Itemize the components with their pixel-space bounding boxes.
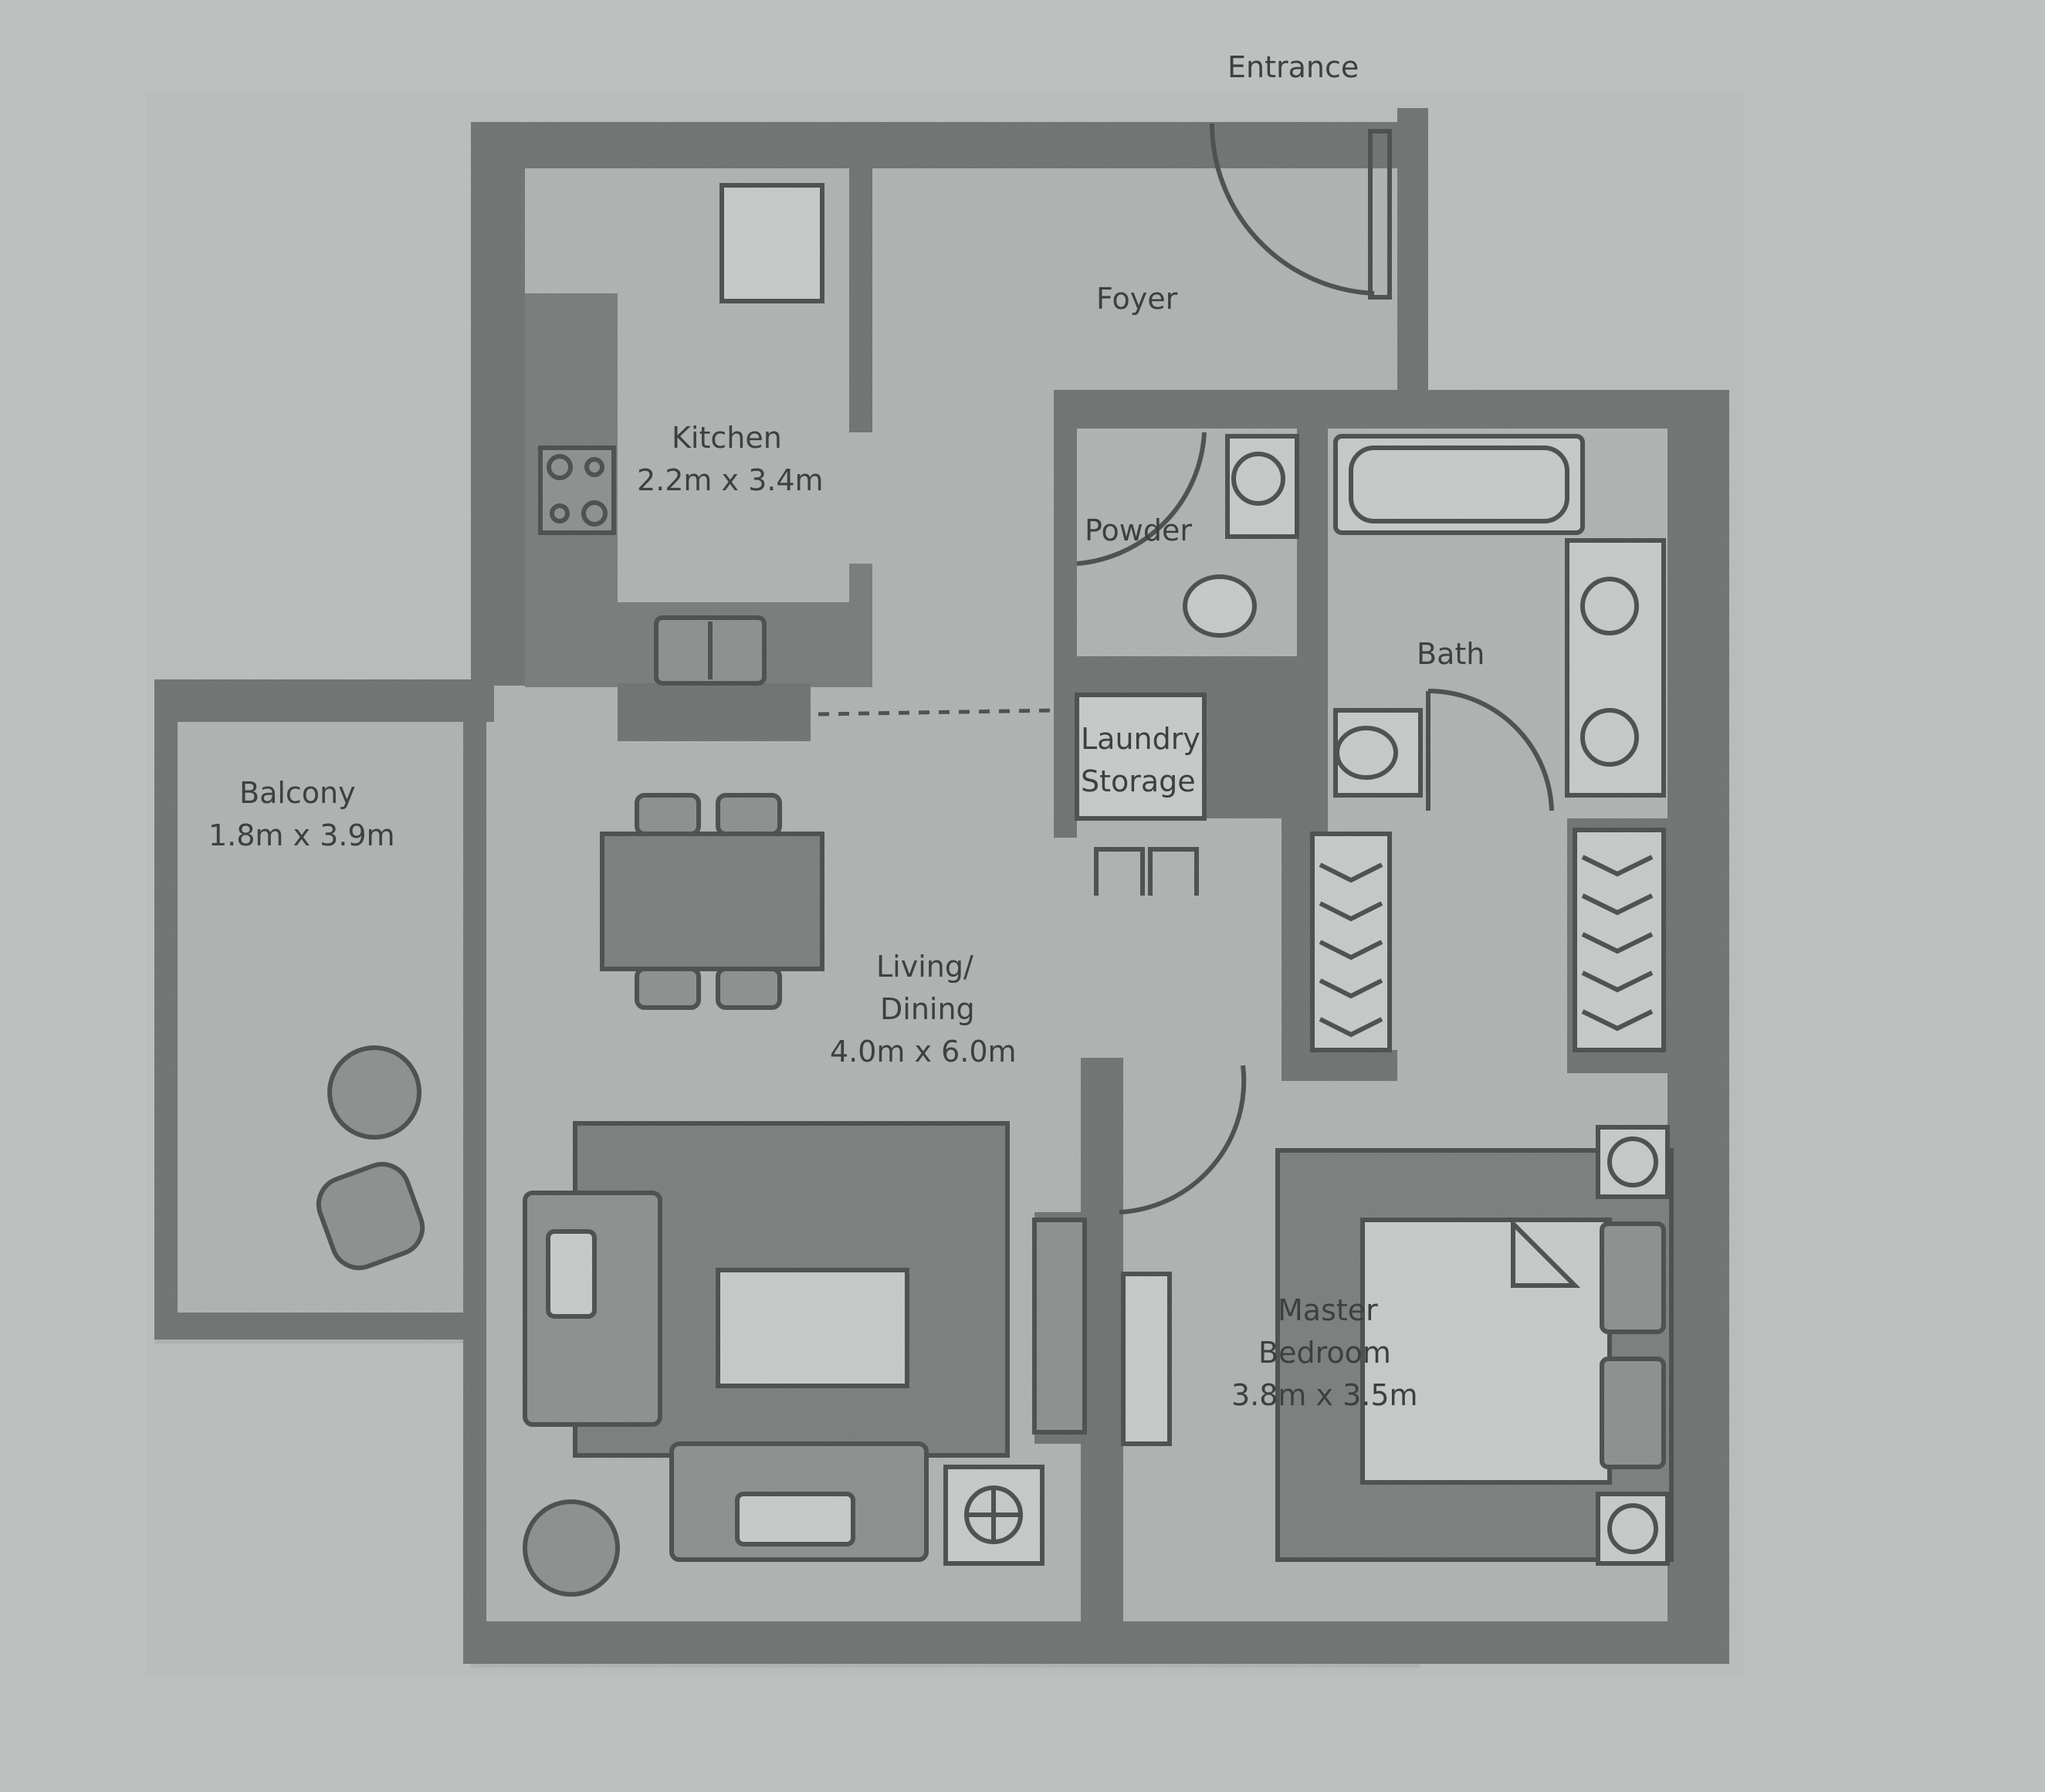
- bedroom-label-line1: Master: [1278, 1293, 1378, 1327]
- laundry-label: Laundry: [1081, 722, 1200, 756]
- kitchen-name-label: Kitchen: [672, 421, 782, 455]
- bath-label: Bath: [1417, 637, 1485, 671]
- balcony-size-label: 1.8m x 3.9m: [208, 818, 395, 852]
- bedroom-label-line2: Bedroom: [1258, 1336, 1391, 1370]
- living-label-line2: Dining: [880, 992, 975, 1026]
- balcony-name-label: Balcony: [239, 776, 356, 810]
- storage-label: Storage: [1081, 764, 1196, 798]
- foyer-label: Foyer: [1096, 282, 1178, 316]
- powder-label: Powder: [1085, 513, 1192, 547]
- kitchen-size-label: 2.2m x 3.4m: [637, 463, 824, 497]
- print-grain: [147, 93, 1745, 1675]
- living-size-label: 4.0m x 6.0m: [830, 1035, 1017, 1069]
- entrance-label: Entrance: [1227, 50, 1359, 84]
- bedroom-size-label: 3.8m x 3.5m: [1231, 1378, 1418, 1412]
- living-label-line1: Living/: [876, 950, 973, 984]
